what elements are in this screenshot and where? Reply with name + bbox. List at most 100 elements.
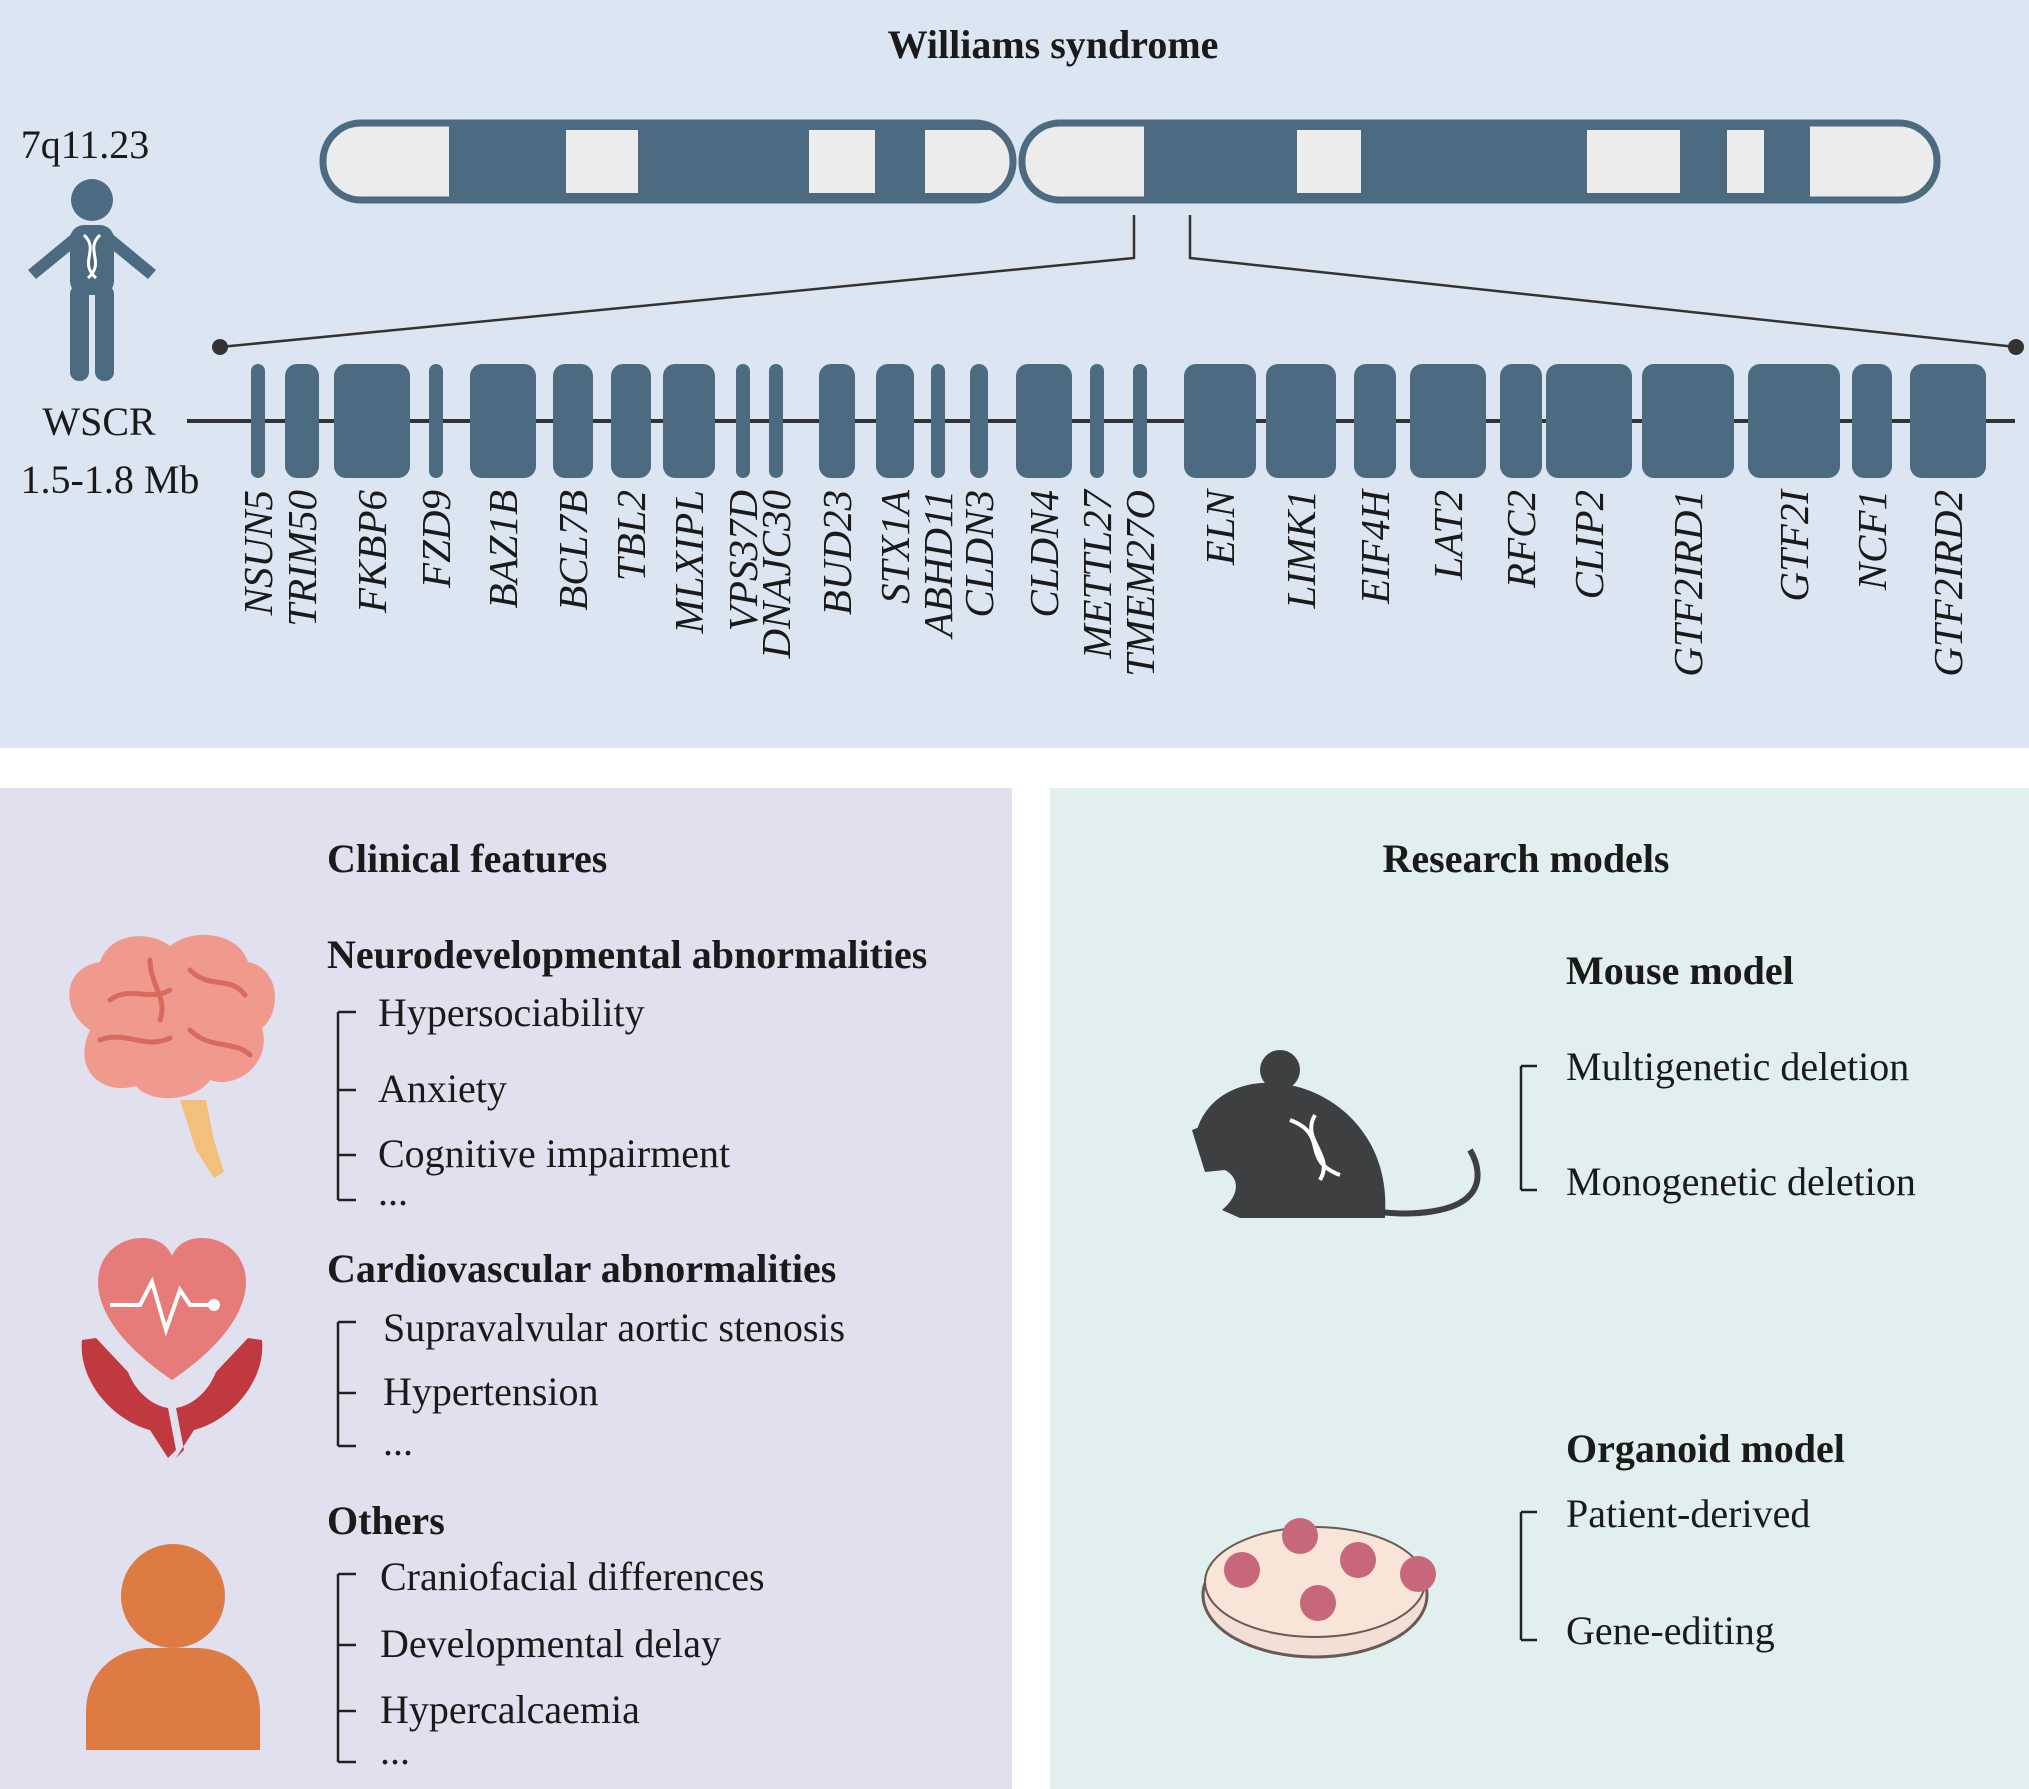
gene-label-clip2: CLIP2	[1566, 490, 1612, 599]
locus-label: 7q11.23	[21, 122, 150, 167]
gene-bar-dnajc30	[769, 364, 783, 478]
chromosome-q-arm	[1022, 123, 1937, 200]
figure-title: Williams syndrome	[888, 22, 1219, 67]
research-item: Monogenetic deletion	[1566, 1159, 1916, 1204]
gene-label-nsun5: NSUN5	[235, 490, 281, 616]
gene-bar-gtf2ird1	[1642, 364, 1734, 478]
clinical-item: ...	[383, 1419, 413, 1464]
gene-label-vps37d: VPS37D	[720, 490, 766, 631]
gene-bar-bcl7b	[553, 364, 593, 478]
gene-label-eif4h: EIF4H	[1352, 488, 1398, 605]
chromosome-7	[319, 119, 1941, 204]
clinical-item: Craniofacial differences	[380, 1554, 765, 1599]
clinical-groups: Neurodevelopmental abnormalitiesHypersoc…	[327, 932, 927, 1773]
brain-icon	[69, 934, 275, 1178]
gene-label-dnajc30: DNAJC30	[753, 490, 799, 660]
gene-bar-stx1a	[876, 364, 914, 478]
gene-bars	[251, 364, 1986, 478]
gene-label-stx1a: STX1A	[872, 489, 918, 604]
gene-bar-clip2	[1546, 364, 1632, 478]
gene-bar-trim50	[285, 364, 319, 478]
gene-label-tmem27o: TMEM27O	[1117, 490, 1163, 677]
mouse-icon	[1192, 1050, 1481, 1218]
gene-label-gtf2i: GTF2I	[1771, 488, 1817, 602]
gene-bar-fkbp6	[334, 364, 410, 478]
gene-label-bcl7b: BCL7B	[550, 490, 596, 611]
gene-bar-cldn4	[1016, 364, 1072, 478]
research-model-title: Mouse model	[1566, 948, 1794, 993]
gene-bar-rfc2	[1500, 364, 1542, 478]
clinical-group-cardiovascular-abnormalities: Cardiovascular abnormalitiesSupravalvula…	[327, 1246, 845, 1464]
gene-label-baz1b: BAZ1B	[480, 490, 526, 608]
heart-hands-icon	[81, 1238, 263, 1458]
gene-bar-nsun5	[251, 364, 265, 478]
gene-bar-eln	[1184, 364, 1256, 478]
clinical-group-neurodevelopmental-abnormalities: Neurodevelopmental abnormalitiesHypersoc…	[327, 932, 927, 1214]
research-item: Multigenetic deletion	[1566, 1044, 1909, 1089]
gene-label-abhd11: ABHD11	[915, 490, 961, 640]
gene-bar-lat2	[1410, 364, 1486, 478]
gene-bar-eif4h	[1354, 364, 1396, 478]
gene-label-trim50: TRIM50	[279, 490, 325, 627]
gene-bar-limk1	[1266, 364, 1336, 478]
clinical-item: Hypertension	[383, 1369, 599, 1414]
clinical-item: ...	[380, 1728, 410, 1773]
gene-bar-fzd9	[429, 364, 443, 478]
gene-bar-cldn3	[970, 364, 988, 478]
clinical-item: Developmental delay	[380, 1621, 721, 1666]
clinical-group-title: Others	[327, 1498, 445, 1543]
clinical-item: Hypercalcaemia	[380, 1687, 640, 1732]
gene-label-bud23: BUD23	[814, 490, 860, 615]
gene-bar-vps37d	[736, 364, 750, 478]
region-size-label: 1.5-1.8 Mb	[21, 457, 200, 502]
clinical-item: Cognitive impairment	[378, 1131, 730, 1176]
gene-label-mettl27: METTL27	[1074, 489, 1120, 660]
gene-label-rfc2: RFC2	[1498, 490, 1544, 589]
gene-label-gtf2ird1: GTF2IRD1	[1665, 490, 1711, 677]
clinical-item: ...	[378, 1169, 408, 1214]
person-icon	[86, 1544, 260, 1750]
gene-bar-tmem27o	[1133, 364, 1147, 478]
gene-label-limk1: LIMK1	[1278, 490, 1324, 609]
chromosome-p-arm	[323, 123, 1013, 200]
gene-bar-mettl27	[1090, 364, 1104, 478]
research-model-title: Organoid model	[1566, 1426, 1845, 1471]
gene-bar-gtf2ird2	[1910, 364, 1986, 478]
gene-bar-tbl2	[611, 364, 651, 478]
gene-bar-ncf1	[1852, 364, 1892, 478]
clinical-group-title: Cardiovascular abnormalities	[327, 1246, 836, 1291]
gene-label-lat2: LAT2	[1425, 490, 1471, 581]
gene-bar-baz1b	[470, 364, 536, 478]
gene-label-tbl2: TBL2	[608, 490, 654, 581]
zoom-endpoint-right	[2008, 339, 2024, 355]
gene-bar-mlxipl	[663, 364, 715, 478]
gene-label-ncf1: NCF1	[1849, 490, 1895, 591]
zoom-endpoint-left	[212, 339, 228, 355]
clinical-item: Hypersociability	[378, 990, 645, 1035]
clinical-heading: Clinical features	[327, 836, 607, 881]
gene-label-gtf2ird2: GTF2IRD2	[1925, 490, 1971, 677]
petri-dish-icon	[1201, 1518, 1436, 1659]
gene-label-cldn4: CLDN4	[1021, 490, 1067, 618]
gene-label-mlxipl: MLXIPL	[666, 490, 712, 635]
research-item: Gene-editing	[1566, 1608, 1775, 1653]
zoom-lines	[219, 215, 2017, 349]
research-item: Patient-derived	[1566, 1491, 1810, 1536]
gene-bar-bud23	[819, 364, 855, 478]
gene-bar-gtf2i	[1748, 364, 1840, 478]
clinical-item: Supravalvular aortic stenosis	[383, 1305, 845, 1350]
clinical-group-title: Neurodevelopmental abnormalities	[327, 932, 927, 977]
clinical-item: Anxiety	[378, 1066, 507, 1111]
gene-bar-abhd11	[931, 364, 945, 478]
gene-label-fkbp6: FKBP6	[349, 490, 395, 614]
gene-label-cldn3: CLDN3	[956, 490, 1002, 618]
human-dna-icon	[28, 179, 156, 381]
region-name-label: WSCR	[42, 399, 156, 444]
gene-label-eln: ELN	[1197, 487, 1243, 566]
research-heading: Research models	[1383, 836, 1670, 881]
